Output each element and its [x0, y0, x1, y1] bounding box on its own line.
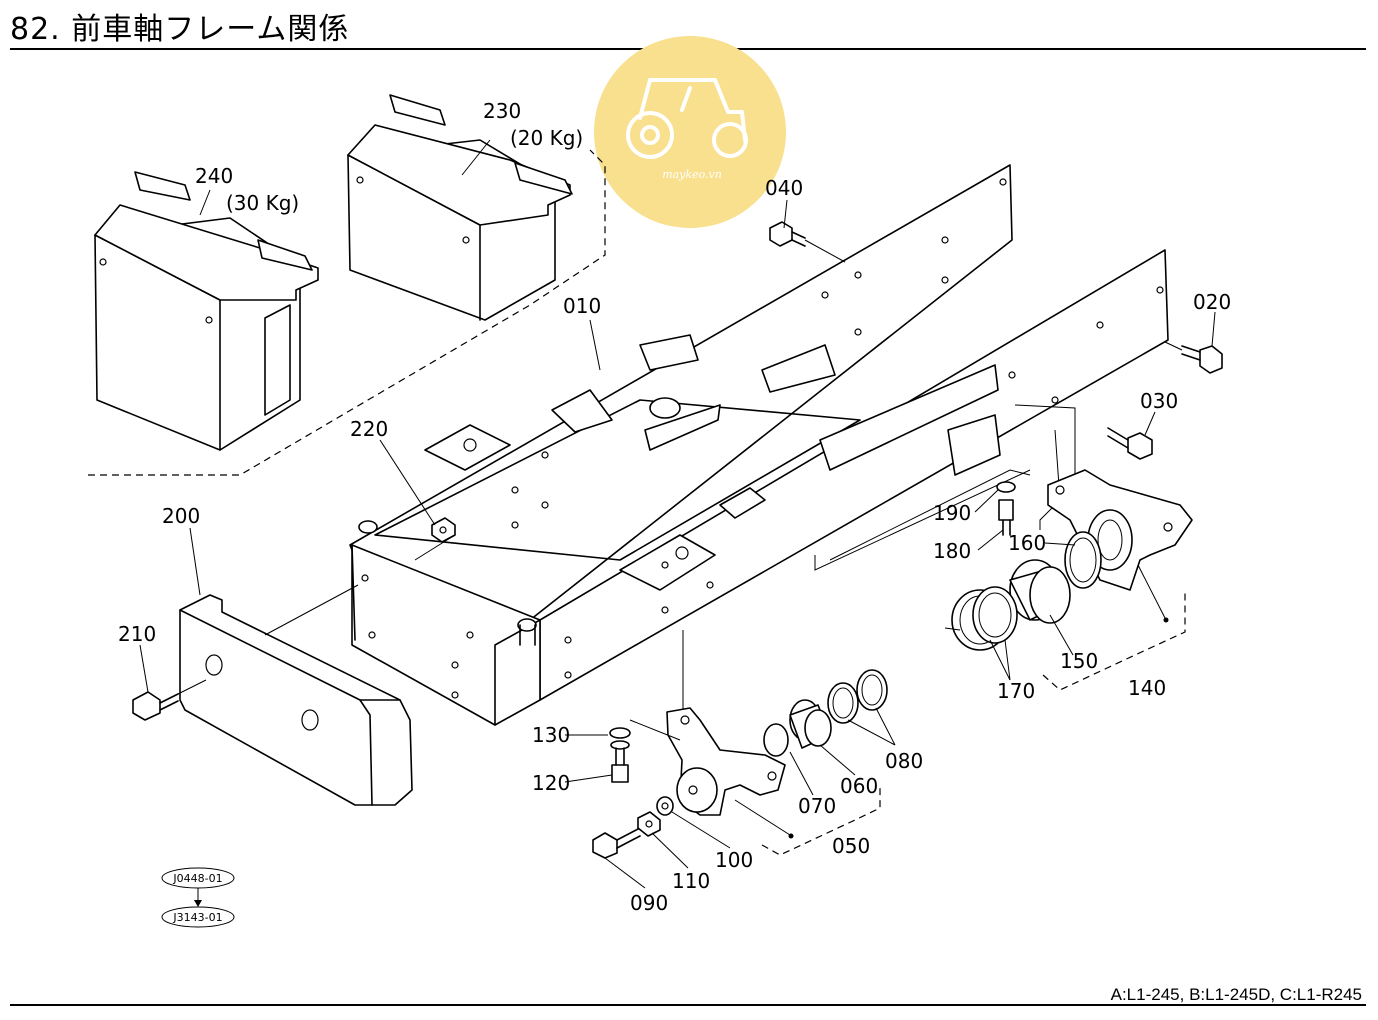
pivot-guide-2	[1039, 429, 1061, 530]
label-230: 230	[483, 99, 521, 123]
reference-tags: J0448-01 J3143-01	[161, 867, 235, 928]
label-020: 020	[1193, 290, 1231, 314]
nut-220	[414, 517, 456, 561]
label-040: 040	[765, 176, 803, 200]
weight-240	[94, 171, 319, 451]
weight-230	[347, 94, 573, 321]
label-080: 080	[885, 749, 923, 773]
label-170: 170	[997, 679, 1035, 703]
bushing-060	[789, 699, 832, 749]
ref-text-2: J3143-01	[172, 911, 222, 924]
bolt-030	[1107, 427, 1153, 460]
label-210: 210	[118, 622, 156, 646]
tractor-icon	[626, 78, 748, 159]
bolt-180	[996, 481, 1016, 536]
weight-guide-line	[88, 149, 606, 476]
label-030: 030	[1140, 389, 1178, 413]
label-110: 110	[672, 869, 710, 893]
ref-oval-2	[161, 906, 235, 928]
bolt-040	[769, 221, 846, 263]
bushing-leader	[944, 627, 961, 631]
bolt-210	[132, 679, 207, 721]
watermark-circle	[594, 36, 786, 228]
leader-lines	[139, 139, 1216, 889]
seal-160	[1064, 531, 1102, 589]
nut-110	[637, 811, 661, 837]
label-010: 010	[563, 294, 601, 318]
label-060: 060	[840, 774, 878, 798]
pivot-guide-4	[814, 469, 1031, 571]
label-190: 190	[933, 501, 971, 525]
watermark: maykeo.vn	[594, 36, 786, 228]
watermark-text: maykeo.vn	[662, 168, 722, 181]
page-title: 82. 前車軸フレーム関係	[10, 12, 350, 47]
label-240: 240	[195, 164, 233, 188]
label-200: 200	[162, 504, 200, 528]
group-140-bracket	[1042, 592, 1186, 691]
label-120: 120	[532, 771, 570, 795]
pivot-bracket-050	[666, 707, 794, 839]
bolt-120	[609, 719, 681, 783]
seal-170	[951, 586, 1018, 651]
label-220: 220	[350, 417, 388, 441]
label-090: 090	[630, 891, 668, 915]
bolt-020	[1164, 341, 1223, 374]
frame-010	[349, 164, 1169, 726]
label-150: 150	[1060, 649, 1098, 673]
model-list: A:L1-245, B:L1-245D, C:L1-R245	[1110, 985, 1362, 1004]
label-240-note: (30 Kg)	[226, 191, 299, 215]
label-100: 100	[715, 848, 753, 872]
label-070: 070	[798, 794, 836, 818]
bumper-leader	[264, 584, 359, 636]
bushing-150	[1009, 559, 1071, 624]
label-050: 050	[832, 834, 870, 858]
bumper-200	[179, 594, 413, 806]
label-140: 140	[1128, 676, 1166, 700]
bolt-090	[592, 827, 641, 859]
label-180: 180	[933, 539, 971, 563]
seal-080	[827, 669, 888, 724]
washer-100	[656, 796, 674, 816]
label-160: 160	[1008, 531, 1046, 555]
seal-070	[763, 723, 789, 757]
ref-text-1: J0448-01	[172, 872, 222, 885]
label-130: 130	[532, 723, 570, 747]
bottom-rule	[10, 1004, 1366, 1006]
label-230-note: (20 Kg)	[510, 126, 583, 150]
group-050-bracket	[761, 785, 881, 856]
